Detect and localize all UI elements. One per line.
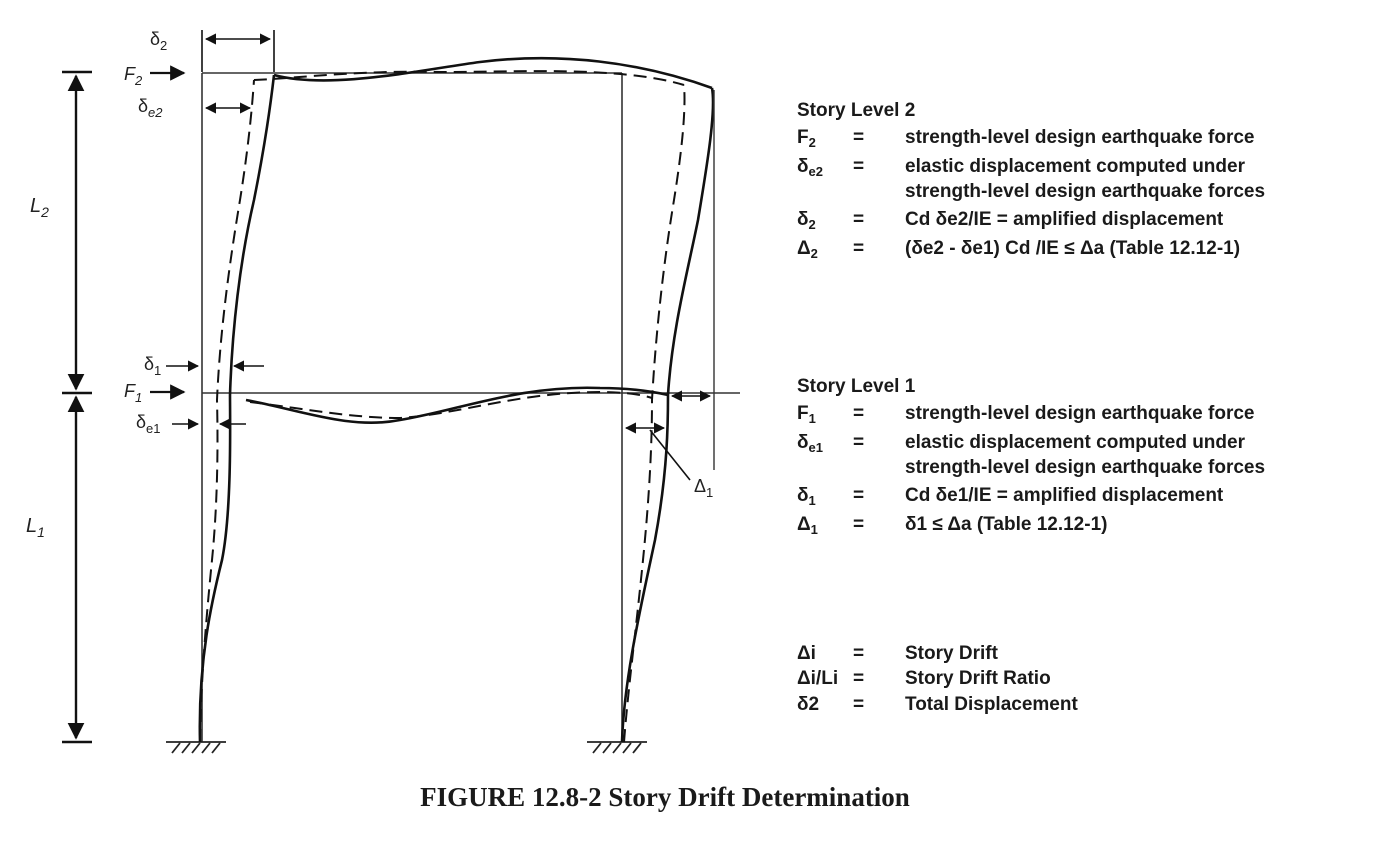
definitions-legend: Δi= Story Drift Δi/Li= Story Drift Ratio… bbox=[797, 643, 1078, 715]
story-level-2-heading: Story Level 2 bbox=[797, 100, 916, 121]
story-level-1-legend: Story Level 1 F1= strength-level design … bbox=[797, 376, 1266, 537]
story-level-2-legend: Story Level 2 F2= strength-level design … bbox=[797, 100, 1266, 261]
label-f2: F2 bbox=[124, 64, 143, 88]
amplified-deflected-shape bbox=[198, 56, 715, 743]
diagram-labels: δ2 F2 δe2 L2 δ1 F1 δe1 L1 Δ1 bbox=[26, 29, 713, 540]
ground-support-left bbox=[166, 741, 226, 754]
label-delta-1: δ1 bbox=[144, 354, 161, 378]
figure-caption: FIGURE 12.8-2 Story Drift Determination bbox=[420, 782, 910, 812]
label-l1: L1 bbox=[26, 515, 45, 540]
height-dimension bbox=[62, 70, 92, 744]
force-arrows bbox=[150, 65, 186, 400]
frame-diagram: δ2 F2 δe2 L2 δ1 F1 δe1 L1 Δ1 bbox=[26, 29, 740, 754]
label-delta-2: δ2 bbox=[150, 29, 167, 53]
story-level-1-heading: Story Level 1 bbox=[797, 376, 916, 397]
label-f1: F1 bbox=[124, 381, 142, 405]
label-l2: L2 bbox=[30, 195, 49, 220]
ground-support-right bbox=[587, 741, 647, 754]
displacement-arrows bbox=[166, 30, 712, 481]
elastic-deflected-shape bbox=[199, 70, 686, 743]
label-big-delta-1: Δ1 bbox=[694, 476, 713, 500]
label-delta-e2: δe2 bbox=[138, 96, 163, 120]
label-delta-e1: δe1 bbox=[136, 412, 161, 436]
